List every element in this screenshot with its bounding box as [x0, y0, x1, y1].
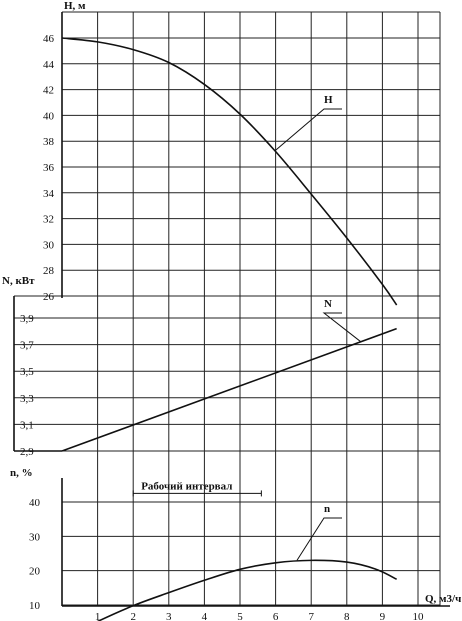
curve-label-N: N: [324, 298, 332, 310]
y-tick-label: 40: [43, 110, 55, 122]
y-tick-label: 42: [43, 85, 54, 97]
y-tick-label: 26: [43, 291, 55, 303]
y-tick-label: 3,3: [20, 393, 34, 405]
curve-leader-line: [322, 312, 362, 343]
x-tick-label: 8: [344, 611, 350, 621]
x-tick-label: 10: [413, 611, 425, 621]
x-tick-label: 5: [237, 611, 243, 621]
operating-range-label: Рабочий интервал: [141, 480, 232, 492]
y-tick-label: 20: [29, 566, 41, 578]
y-tick-label: 2,9: [20, 446, 34, 458]
y-tick-label: 44: [43, 59, 55, 71]
x-tick-label: 1: [95, 611, 101, 621]
curve-label-H: H: [324, 94, 333, 106]
x-tick-label: 9: [380, 611, 386, 621]
x-tick-label: 7: [308, 611, 314, 621]
y-axis-title-efficiency: n, %: [10, 467, 33, 479]
series-curve-n: [96, 559, 397, 621]
y-tick-label: 46: [43, 33, 55, 45]
axis-layer: [13, 12, 450, 607]
y-tick-label: 36: [43, 162, 55, 174]
y-tick-label: 34: [43, 188, 55, 200]
curve-label-n: n: [324, 503, 330, 515]
series-curve-N: [61, 327, 397, 452]
y-tick-label: 3,7: [20, 340, 34, 352]
y-tick-label: 30: [29, 531, 41, 543]
x-tick-label: 2: [130, 611, 136, 621]
y-axis-title-power: N, кВт: [2, 275, 35, 287]
y-tick-label: 28: [43, 265, 55, 277]
x-axis-title: Q, м3/ч: [425, 593, 461, 605]
x-tick-label: 4: [202, 611, 208, 621]
series-curve-H: [61, 37, 398, 306]
curve-leader-line: [275, 108, 342, 151]
x-tick-label: 3: [166, 611, 172, 621]
curve-layer: [61, 37, 398, 621]
y-axis-title-head: H, м: [64, 0, 86, 12]
y-tick-label: 3,9: [20, 313, 34, 325]
curve-leader-line: [296, 517, 342, 561]
y-tick-label: 10: [29, 600, 41, 612]
y-tick-label: 32: [43, 214, 54, 226]
y-tick-label: 3,1: [20, 419, 34, 431]
y-tick-label: 30: [43, 239, 55, 251]
y-tick-label: 3,5: [20, 366, 34, 378]
x-tick-label: 6: [273, 611, 279, 621]
y-tick-label: 38: [43, 136, 55, 148]
y-tick-label: 40: [29, 497, 41, 509]
grid-layer: [14, 11, 441, 606]
